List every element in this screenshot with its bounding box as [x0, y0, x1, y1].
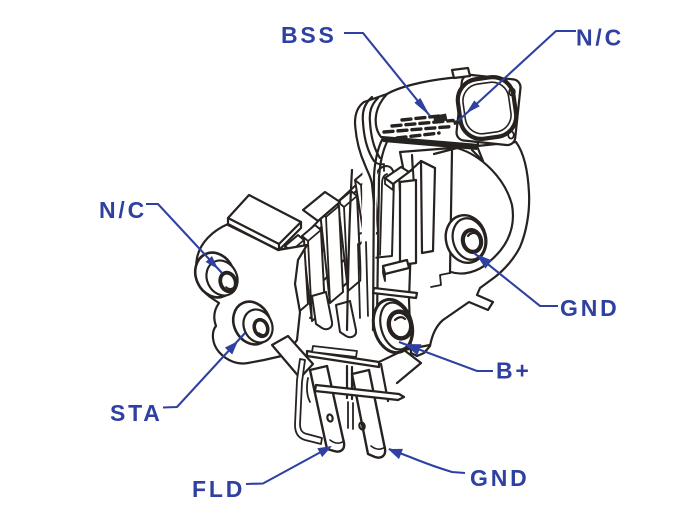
- svg-text:GND: GND: [560, 295, 620, 321]
- svg-text:FLD: FLD: [192, 476, 245, 502]
- svg-text:STA: STA: [110, 400, 163, 426]
- svg-text:BSS: BSS: [281, 22, 337, 48]
- svg-text:N/C: N/C: [576, 25, 624, 51]
- svg-text:B+: B+: [496, 358, 532, 384]
- svg-text:N/C: N/C: [99, 197, 147, 223]
- svg-text:GND: GND: [470, 465, 530, 491]
